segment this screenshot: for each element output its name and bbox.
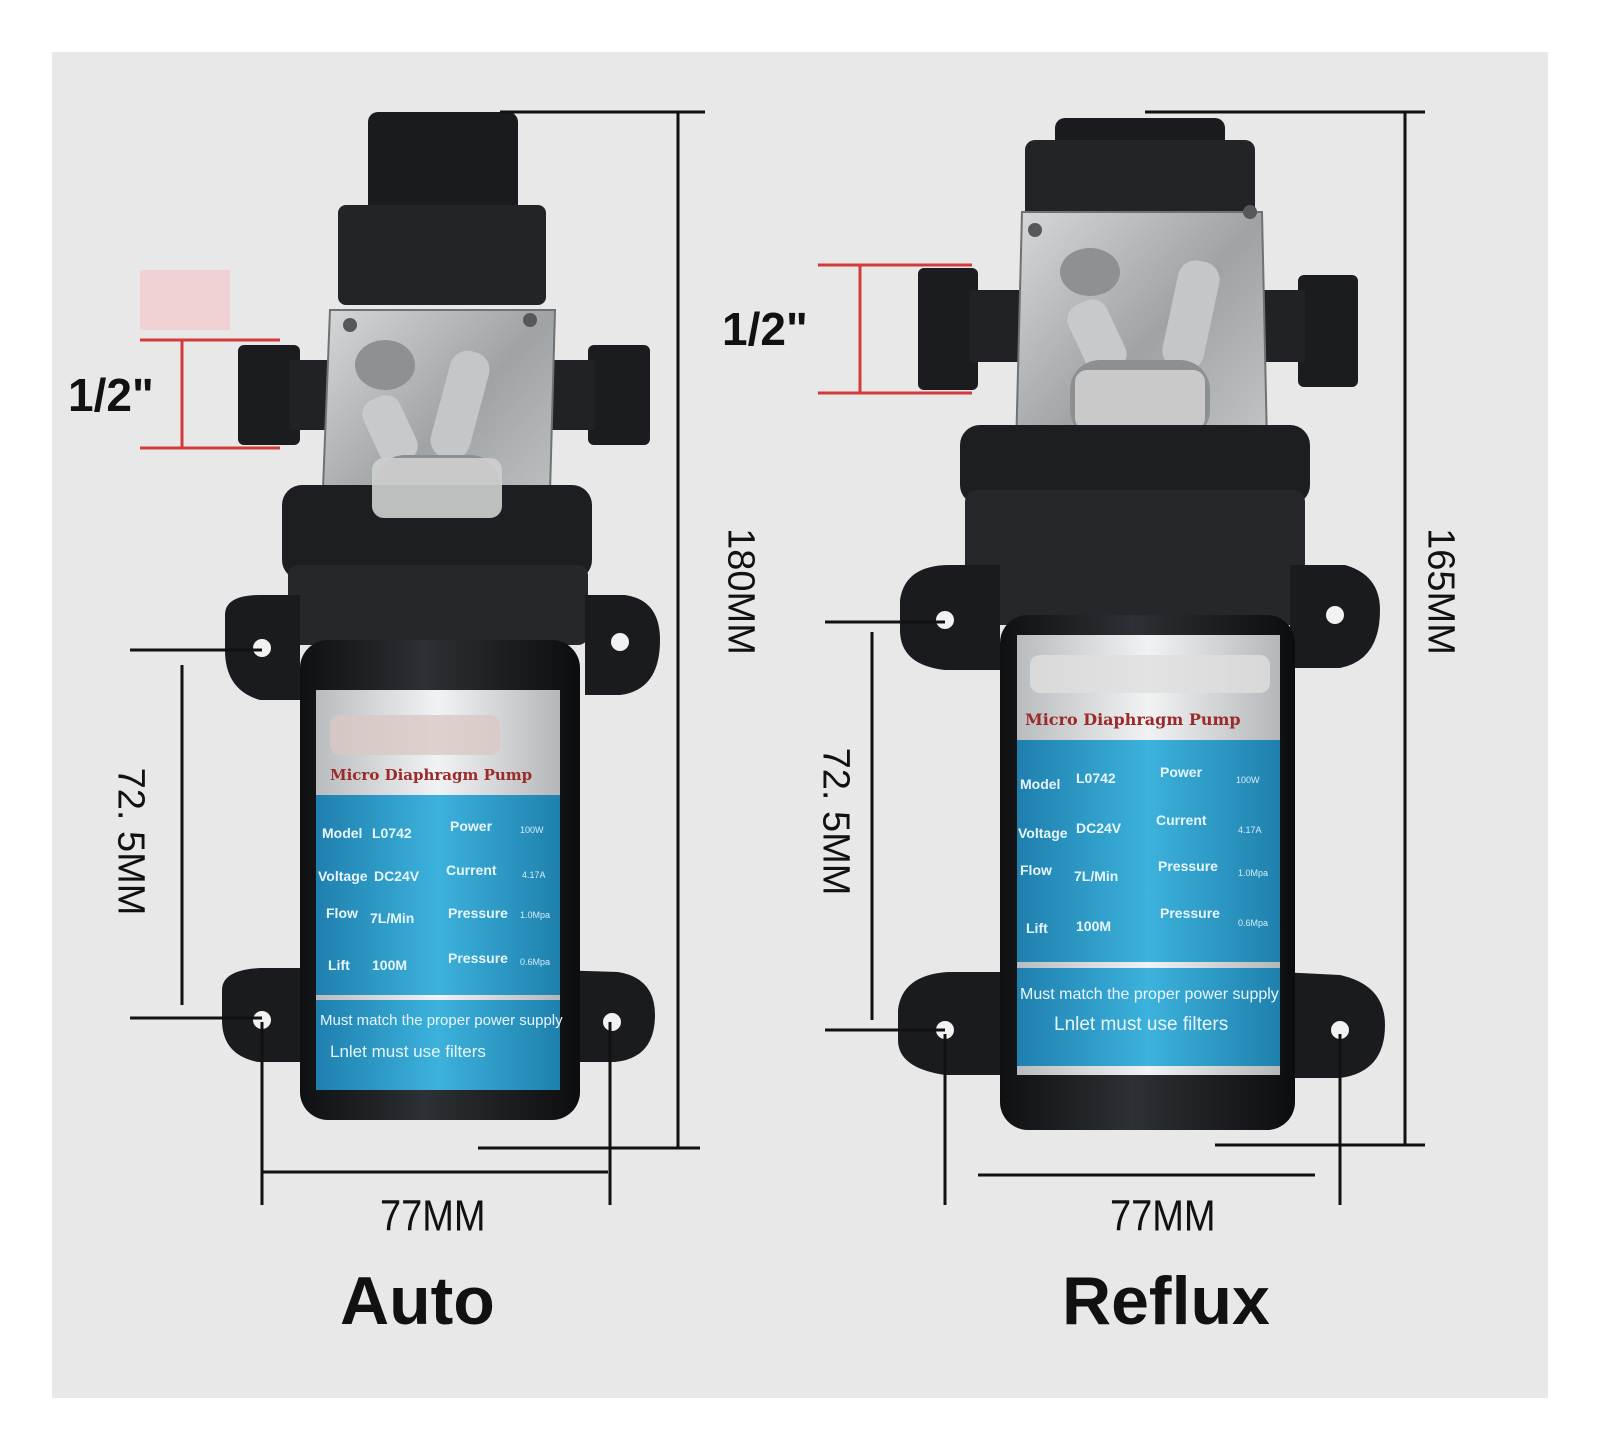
label-warning-filter: Lnlet must use filters <box>330 1042 486 1061</box>
mount-spacing-auto: 72. 5MM <box>109 767 152 916</box>
label-warning-power: Must match the proper power supply <box>1020 986 1279 1003</box>
spec-voltage-value: DC24V <box>374 868 420 884</box>
label-title-reflux: Micro Diaphragm Pump <box>1025 710 1241 729</box>
spec-model-key: Model <box>1020 776 1061 792</box>
spec-pressure-setting-value: 1.0Mpa <box>1238 868 1269 878</box>
spec-model-value: L0742 <box>372 825 412 841</box>
spec-power-value: 100W <box>520 825 544 835</box>
pink-smudge <box>140 270 230 330</box>
spec-flow-value: 7L/Min <box>370 910 415 926</box>
spec-flow-key: Flow <box>326 905 358 921</box>
caption-auto: Auto <box>340 1263 495 1339</box>
spec-lift-value: 100M <box>1076 918 1112 934</box>
width-dim-auto: 77MM <box>380 1192 486 1242</box>
spec-voltage-value: DC24V <box>1076 820 1122 836</box>
label-warning-power: Must match the proper power supply <box>320 1012 563 1029</box>
spec-power-key: Power <box>450 818 493 834</box>
spec-model-value: L0742 <box>1076 770 1116 786</box>
outlet-port <box>588 345 650 445</box>
spec-lift-value: 100M <box>372 957 408 973</box>
spec-pressure-working-value: 0.6Mpa <box>520 957 551 967</box>
spec-pressure-working-key: Pressure <box>1160 905 1220 921</box>
mount-spacing-reflux: 72. 5MM <box>814 747 857 896</box>
spec-voltage-key: Voltage <box>1018 825 1068 841</box>
spec-flow-value: 7L/Min <box>1074 868 1119 884</box>
height-dim-reflux: 165MM <box>1419 528 1462 655</box>
inlet-port <box>238 345 300 445</box>
spec-lift-key: Lift <box>1026 920 1048 936</box>
pump-auto <box>222 112 660 1120</box>
switch-box <box>368 112 518 222</box>
spec-model-key: Model <box>322 825 363 841</box>
spec-pressure-working-key: Pressure <box>448 950 508 966</box>
width-dim-reflux: 77MM <box>1110 1192 1216 1242</box>
height-dim-auto: 180MM <box>719 528 762 655</box>
spec-current-key: Current <box>446 862 497 878</box>
spec-pressure-setting-key: Pressure <box>448 905 508 921</box>
pump-reflux <box>898 118 1385 1130</box>
spec-pressure-working-value: 0.6Mpa <box>1238 918 1269 928</box>
spec-current-value: 4.17A <box>1238 825 1262 835</box>
spec-flow-key: Flow <box>1020 862 1052 878</box>
spec-power-value: 100W <box>1236 775 1260 785</box>
spec-pressure-setting-value: 1.0Mpa <box>520 910 551 920</box>
spec-current-key: Current <box>1156 812 1207 828</box>
spec-voltage-key: Voltage <box>318 868 368 884</box>
spec-lift-key: Lift <box>328 957 350 973</box>
port-dimension-lines <box>140 263 972 450</box>
spec-power-key: Power <box>1160 764 1203 780</box>
port-size-auto: 1/2" <box>68 369 154 421</box>
label-warning-filter: Lnlet must use filters <box>1054 1014 1229 1035</box>
spec-pressure-setting-key: Pressure <box>1158 858 1218 874</box>
port-size-reflux: 1/2" <box>722 303 808 355</box>
dimension-lines <box>130 110 1425 1205</box>
caption-reflux: Reflux <box>1062 1263 1270 1339</box>
spec-current-value: 4.17A <box>522 870 546 880</box>
label-title-auto: Micro Diaphragm Pump <box>330 766 533 784</box>
